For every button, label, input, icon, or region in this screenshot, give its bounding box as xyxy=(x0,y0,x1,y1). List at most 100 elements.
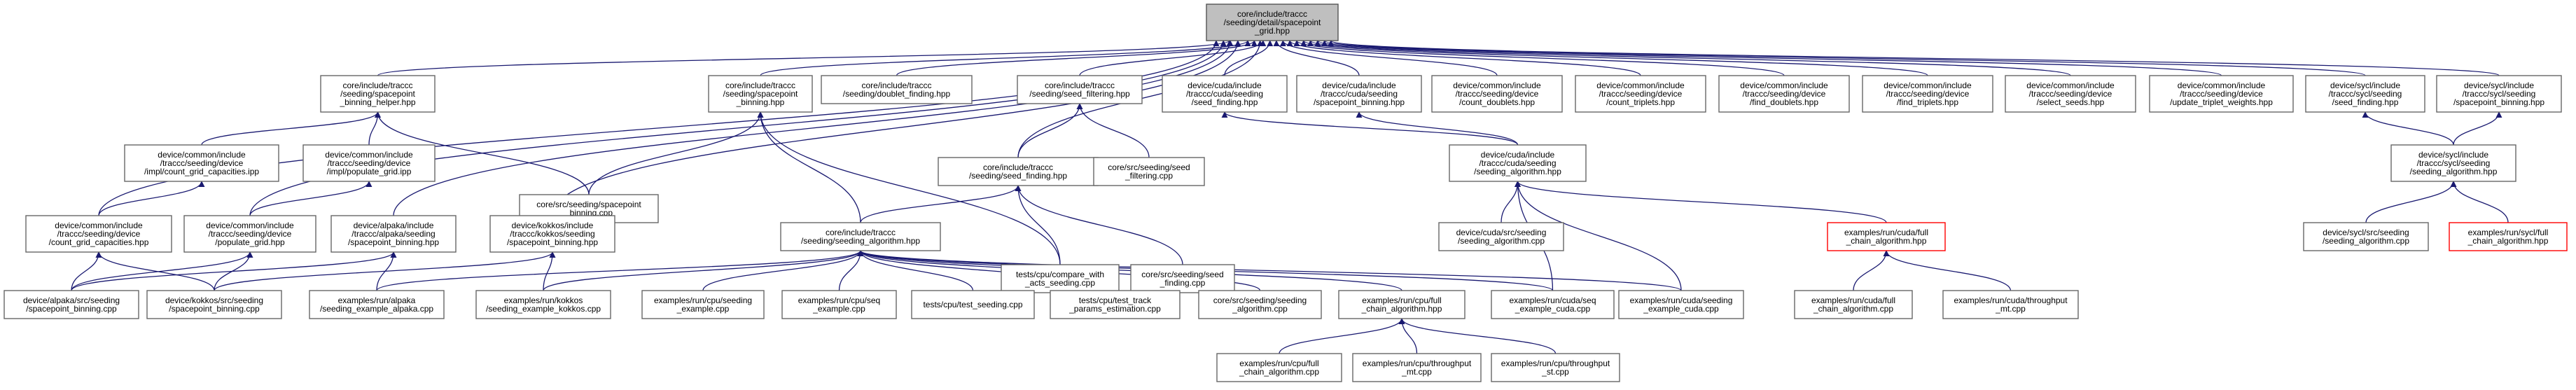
graph-node-device-common-include-traccc-seeding-device-impl-populate-grid-ipp[interactable]: device/common/include/traccc/seeding/dev… xyxy=(302,144,436,182)
dependency-edge xyxy=(1356,111,1519,146)
node-label-line: /seed_finding.hpp xyxy=(1192,97,1258,107)
graph-node-device-common-include-traccc-seeding-device-count-grid-capacities-hpp[interactable]: device/common/include/traccc/seeding/dev… xyxy=(25,215,172,253)
node-box xyxy=(780,222,941,251)
graph-node-tests-cpu-compare-with-acts-seeding-cpp[interactable]: tests/cpu/compare_with_acts_seeding.cpp xyxy=(1001,264,1120,293)
node-label-line: core/include/traccc xyxy=(725,81,795,90)
node-label-line: tests/cpu/compare_with xyxy=(1016,270,1104,279)
node-box xyxy=(641,290,765,319)
graph-node-device-alpaka-include-traccc-alpaka-seeding-spacepoint-binning-hpp[interactable]: device/alpaka/include/traccc/alpaka/seed… xyxy=(330,215,457,253)
node-label-line: _chain_algorithm.hpp xyxy=(1846,236,1927,246)
node-label-line: core/src/seeding/seed xyxy=(1141,270,1223,279)
node-box xyxy=(708,75,813,113)
graph-node-device-cuda-include-traccc-cuda-seeding-spacepoint-binning-hpp[interactable]: device/cuda/include/traccc/cuda/seeding/… xyxy=(1296,75,1422,113)
graph-node-device-cuda-include-traccc-cuda-seeding-seed-finding-hpp[interactable]: device/cuda/include/traccc/cuda/seeding/… xyxy=(1162,75,1288,113)
graph-node-device-common-include-traccc-seeding-device-select-seeds-hpp[interactable]: device/common/include/traccc/seeding/dev… xyxy=(2005,75,2136,113)
dependency-edge xyxy=(2450,181,2509,223)
node-label-line: examples/run/sycl/full xyxy=(2468,228,2549,237)
dependency-edge xyxy=(2365,181,2457,223)
dependency-edge xyxy=(1398,318,1418,354)
graph-node-examples-run-cpu-throughput-st-cpp[interactable]: examples/run/cpu/throughput_st.cpp xyxy=(1491,353,1620,382)
node-box xyxy=(1130,264,1235,293)
graph-node-core-include-traccc-seeding-seed-filtering-hpp[interactable]: core/include/traccc/seeding/seed_filteri… xyxy=(1017,75,1143,104)
dependency-edge xyxy=(374,111,590,195)
graph-node-core-include-traccc-seeding-seeding-algorithm-hpp[interactable]: core/include/traccc/seeding/seeding_algo… xyxy=(780,222,941,251)
graph-node-device-alpaka-src-seeding-spacepoint-binning-cpp[interactable]: device/alpaka/src/seeding/spacepoint_bin… xyxy=(4,290,139,319)
dependency-edge xyxy=(249,181,373,216)
dependency-edge xyxy=(1300,40,1928,76)
graph-node-device-common-include-traccc-seeding-device-impl-count-grid-capacities-ipp[interactable]: device/common/include/traccc/seeding/dev… xyxy=(124,144,279,182)
graph-node-device-kokkos-include-traccc-kokkos-seeding-spacepoint-binning-hpp[interactable]: device/kokkos/include/traccc/kokkos/seed… xyxy=(489,215,615,253)
graph-node-device-sycl-include-traccc-sycl-seeding-seeding-algorithm-hpp[interactable]: device/sycl/include/traccc/sycl/seeding/… xyxy=(2390,144,2516,182)
node-label-line: examples/run/cpu/full xyxy=(1239,358,1318,368)
node-label-line: /seeding_algorithm.cpp xyxy=(2323,236,2409,246)
dependency-edge xyxy=(376,250,864,291)
node-label-line: tests/cpu/test_seeding.cpp xyxy=(923,300,1022,309)
node-label-line: _example.cpp xyxy=(676,304,730,314)
node-label-line: core/include/traccc xyxy=(826,228,896,237)
graph-node-core-include-traccc-seeding-detail-spacepoint-grid-hpp[interactable]: core/include/traccc/seeding/detail/space… xyxy=(1206,4,1339,41)
node-label-line: core/include/traccc xyxy=(983,162,1053,172)
dependency-edge xyxy=(98,181,205,216)
node-label-line: examples/run/cpu/throughput xyxy=(1501,358,1610,368)
node-label-line: _binning.hpp xyxy=(736,97,785,107)
graph-node-core-include-traccc-seeding-seed-finding-hpp[interactable]: core/include/traccc/seeding/seed_finding… xyxy=(938,157,1099,186)
graph-node-device-sycl-include-traccc-sycl-seeding-spacepoint-binning-hpp[interactable]: device/sycl/include/traccc/sycl/seeding/… xyxy=(2436,75,2562,113)
graph-node-core-src-seeding-seed-finding-cpp[interactable]: core/src/seeding/seed_finding.cpp xyxy=(1130,264,1235,293)
dependency-edge xyxy=(71,251,397,291)
dependency-edge xyxy=(201,111,381,146)
graph-node-examples-run-cpu-seq-example-cpp[interactable]: examples/run/cpu/seq_example.cpp xyxy=(781,290,897,319)
graph-node-examples-run-cpu-seeding-example-cpp[interactable]: examples/run/cpu/seeding_example.cpp xyxy=(641,290,765,319)
node-label-line: _finding.cpp xyxy=(1160,278,1206,288)
node-label-line: /seeding_example_alpaka.cpp xyxy=(320,304,433,314)
graph-node-examples-run-cpu-throughput-mt-cpp[interactable]: examples/run/cpu/throughput_mt.cpp xyxy=(1352,353,1482,382)
dependency-edge xyxy=(98,40,1220,216)
node-label-line: /seeding_algorithm.hpp xyxy=(1474,167,1561,176)
node-label-line: /traccc/cuda/seeding xyxy=(1186,89,1263,99)
node-label-line: device/common/include xyxy=(206,221,294,230)
node-label-line: /seeding/detail/spacepoint xyxy=(1224,18,1321,27)
node-box xyxy=(1017,75,1143,104)
graph-node-device-common-include-traccc-seeding-device-count-triplets-hpp[interactable]: device/common/include/traccc/seeding/dev… xyxy=(1575,75,1706,113)
graph-node-device-common-include-traccc-seeding-device-populate-grid-hpp[interactable]: device/common/include/traccc/seeding/dev… xyxy=(183,215,316,253)
graph-node-device-cuda-include-traccc-cuda-seeding-seeding-algorithm-hpp[interactable]: device/cuda/include/traccc/cuda/seeding/… xyxy=(1449,144,1587,182)
node-box xyxy=(1449,144,1587,182)
graph-node-device-sycl-src-seeding-seeding-algorithm-cpp[interactable]: device/sycl/src/seeding/seeding_algorith… xyxy=(2303,222,2429,251)
graph-node-examples-run-cuda-throughput-mt-cpp[interactable]: examples/run/cuda/throughput_mt.cpp xyxy=(1942,290,2079,319)
node-box xyxy=(2436,75,2562,113)
node-label-line: device/common/include xyxy=(1740,81,1828,90)
graph-node-core-include-traccc-seeding-doublet-finding-hpp[interactable]: core/include/traccc/seeding/doublet_find… xyxy=(821,75,973,104)
graph-node-core-src-seeding-seed-filtering-cpp[interactable]: core/src/seeding/seed_filtering.cpp xyxy=(1093,157,1205,186)
graph-node-examples-run-cuda-full-chain-algorithm-hpp[interactable]: examples/run/cuda/full_chain_algorithm.h… xyxy=(1827,222,1946,251)
graph-node-core-src-seeding-seeding-algorithm-cpp[interactable]: core/src/seeding/seeding_algorithm.cpp xyxy=(1198,290,1322,319)
dependency-edge xyxy=(1076,103,1150,158)
node-box xyxy=(1216,353,1342,382)
graph-node-core-include-traccc-seeding-spacepoint-binning-helper-hpp[interactable]: core/include/traccc/seeding/spacepoint_b… xyxy=(320,75,436,113)
node-label-line: /find_triplets.hpp xyxy=(1897,97,1958,107)
graph-node-device-common-include-traccc-seeding-device-find-triplets-hpp[interactable]: device/common/include/traccc/seeding/dev… xyxy=(1862,75,1993,113)
graph-node-core-include-traccc-seeding-spacepoint-binning-hpp[interactable]: core/include/traccc/seeding/spacepoint_b… xyxy=(708,75,813,113)
graph-node-device-common-include-traccc-seeding-device-count-doublets-hpp[interactable]: device/common/include/traccc/seeding/dev… xyxy=(1431,75,1563,113)
graph-node-examples-run-cpu-full-chain-algorithm-cpp[interactable]: examples/run/cpu/full_chain_algorithm.cp… xyxy=(1216,353,1342,382)
graph-node-device-cuda-src-seeding-seeding-algorithm-cpp[interactable]: device/cuda/src/seeding/seeding_algorith… xyxy=(1438,222,1564,251)
graph-node-examples-run-alpaka-seeding-example-alpaka-cpp[interactable]: examples/run/alpaka/seeding_example_alpa… xyxy=(309,290,445,319)
node-box xyxy=(2449,222,2568,251)
node-label-line: _chain_algorithm.hpp xyxy=(1361,304,1442,314)
graph-node-examples-run-cuda-full-chain-algorithm-cpp[interactable]: examples/run/cuda/full_chain_algorithm.c… xyxy=(1794,290,1913,319)
graph-node-tests-cpu-test-seeding-cpp[interactable]: tests/cpu/test_seeding.cpp xyxy=(911,290,1035,319)
graph-node-examples-run-cuda-seeding-example-cuda-cpp[interactable]: examples/run/cuda/seeding_example_cuda.c… xyxy=(1618,290,1744,319)
graph-node-tests-cpu-test-track-params-estimation-cpp[interactable]: tests/cpu/test_track_params_estimation.c… xyxy=(1050,290,1181,319)
node-label-line: _example_cuda.cpp xyxy=(1643,304,1719,314)
graph-node-device-kokkos-src-seeding-spacepoint-binning-cpp[interactable]: device/kokkos/src/seeding/spacepoint_bin… xyxy=(146,290,282,319)
graph-node-examples-run-sycl-full-chain-algorithm-hpp[interactable]: examples/run/sycl/full_chain_algorithm.h… xyxy=(2449,222,2568,251)
graph-node-device-common-include-traccc-seeding-device-update-triplet-weights-hpp[interactable]: device/common/include/traccc/seeding/dev… xyxy=(2149,75,2294,113)
node-label-line: /seeding_algorithm.hpp xyxy=(2410,167,2498,176)
dependency-edge xyxy=(1883,250,2012,291)
graph-node-examples-run-cpu-full-chain-algorithm-hpp[interactable]: examples/run/cpu/full_chain_algorithm.hp… xyxy=(1338,290,1465,319)
graph-node-examples-run-kokkos-seeding-example-kokkos-cpp[interactable]: examples/run/kokkos/seeding_example_kokk… xyxy=(475,290,611,319)
graph-node-device-common-include-traccc-seeding-device-find-doublets-hpp[interactable]: device/common/include/traccc/seeding/dev… xyxy=(1718,75,1850,113)
graph-node-examples-run-cuda-seq-example-cuda-cpp[interactable]: examples/run/cuda/seq_example_cuda.cpp xyxy=(1491,290,1615,319)
node-label-line: /traccc/sycl/seeding xyxy=(2329,89,2402,99)
node-label-line: /seeding/seed_filtering.hpp xyxy=(1029,89,1130,99)
graph-node-device-sycl-include-traccc-sycl-seeding-seed-finding-hpp[interactable]: device/sycl/include/traccc/sycl/seeding/… xyxy=(2305,75,2425,113)
dependency-edge xyxy=(1017,103,1083,158)
